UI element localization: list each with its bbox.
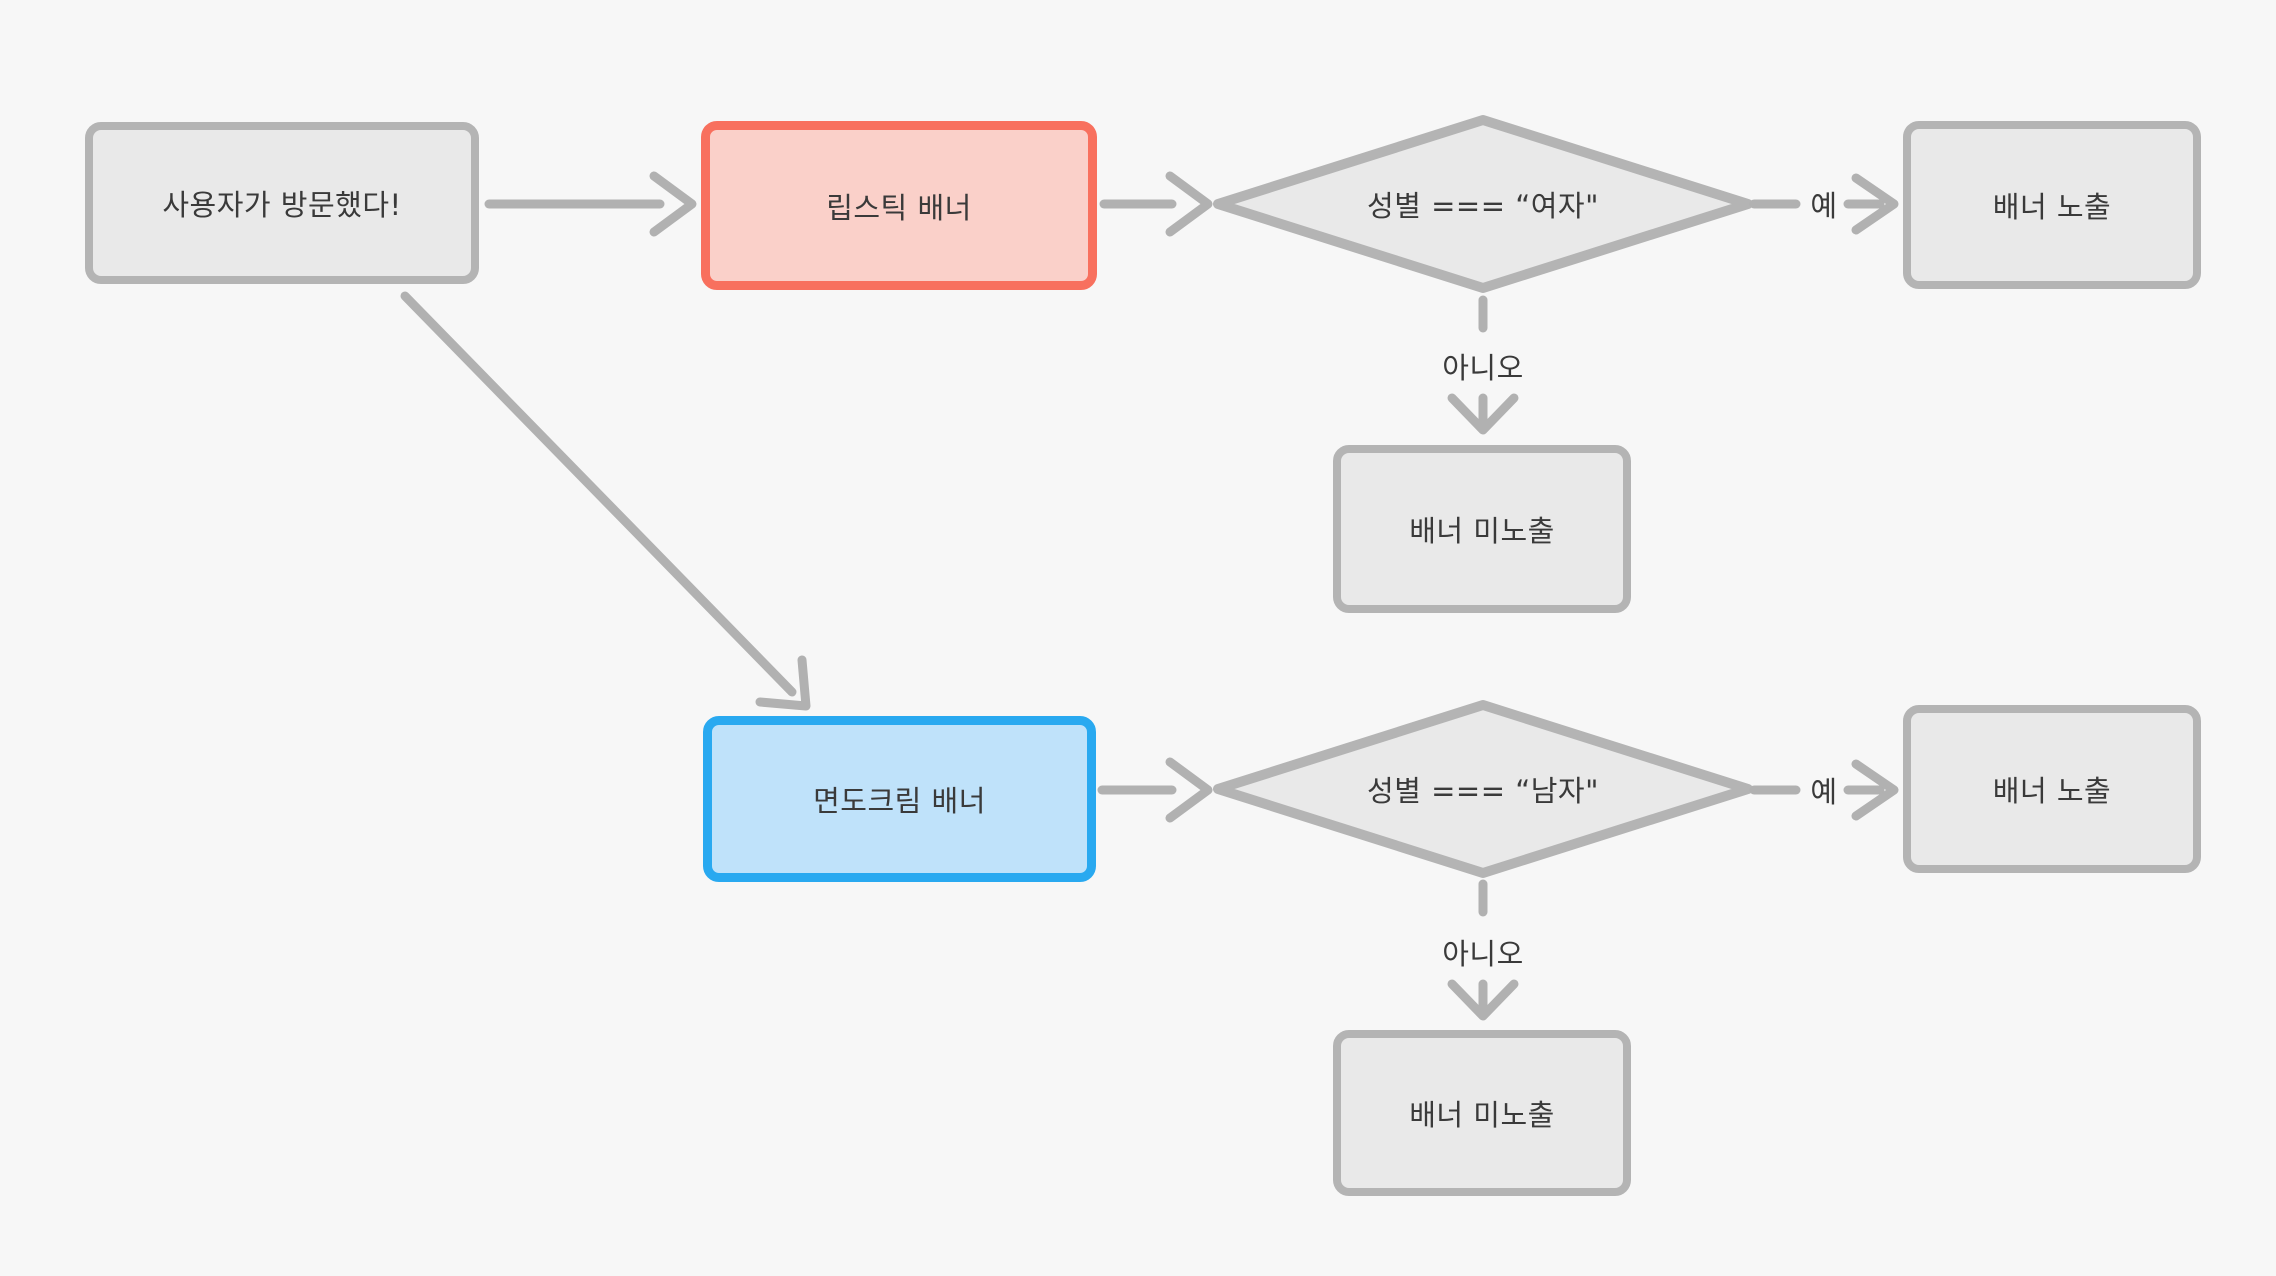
edge-male-yes [1749, 759, 1899, 821]
shaving-banner-node: 면도크림 배너 [703, 716, 1096, 882]
male-yes-label: 예 [1810, 775, 1838, 809]
male-yes-result-node: 배너 노출 [1903, 705, 2201, 873]
male-check-label: 성별 === “남자" [1367, 774, 1599, 808]
male-no-label: 아니오 [1442, 937, 1524, 971]
arrow-start-to-lipstick [484, 171, 697, 237]
female-yes-label: 예 [1810, 189, 1838, 223]
edge-male-no [1447, 879, 1519, 1021]
arrow-lipstick-to-female-check [1099, 171, 1213, 237]
arrow-start-to-shaving [400, 291, 811, 711]
female-no-result-node: 배너 미노출 [1333, 445, 1631, 613]
male-no-result-node: 배너 미노출 [1333, 1030, 1631, 1196]
edge-female-no [1447, 295, 1519, 435]
start-node: 사용자가 방문했다! [85, 122, 479, 284]
female-check-label: 성별 === “여자" [1367, 189, 1599, 223]
female-no-label: 아니오 [1442, 351, 1524, 385]
arrow-shaving-to-male-check [1097, 757, 1213, 823]
female-yes-result-node: 배너 노출 [1903, 121, 2201, 289]
male-check-diamond [1213, 700, 1753, 878]
female-check-diamond [1213, 115, 1753, 293]
lipstick-banner-node: 립스틱 배너 [701, 121, 1097, 290]
edge-female-yes [1749, 173, 1899, 235]
